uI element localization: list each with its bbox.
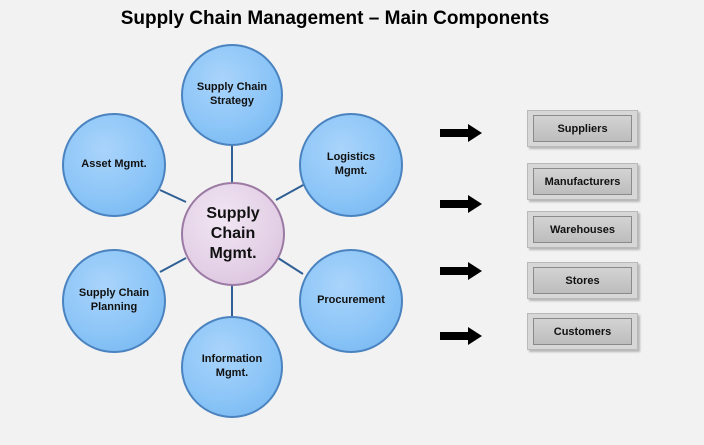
entity-box-stores: Stores xyxy=(527,262,638,299)
node-supply-chain-planning: Supply Chain Planning xyxy=(62,249,166,353)
entity-label: Manufacturers xyxy=(544,175,621,188)
node-label: Supply Chain Planning xyxy=(78,287,150,313)
entity-label: Warehouses xyxy=(549,223,615,236)
entity-box-suppliers: Suppliers xyxy=(527,110,638,147)
node-logistics-mgmt: Logistics Mgmt. xyxy=(299,113,403,217)
node-label: Asset Mgmt. xyxy=(81,158,147,171)
arrow-right-icon xyxy=(440,124,482,142)
connector-asset xyxy=(159,189,187,203)
node-label: Supply Chain Strategy xyxy=(196,81,268,107)
arrow-right-icon xyxy=(440,262,482,280)
entity-label: Stores xyxy=(565,274,600,287)
connector-logistics xyxy=(275,183,306,201)
node-information-mgmt: Information Mgmt. xyxy=(181,316,283,418)
page-title: Supply Chain Management – Main Component… xyxy=(120,8,550,29)
node-label: Logistics Mgmt. xyxy=(326,151,376,177)
arrow-right-icon xyxy=(440,327,482,345)
entity-label: Suppliers xyxy=(557,122,608,135)
connector-procurement xyxy=(277,257,304,275)
entity-box-warehouses: Warehouses xyxy=(527,211,638,248)
connector-planning xyxy=(159,257,187,273)
center-node: Supply Chain Mgmt. xyxy=(181,182,285,286)
entity-box-customers: Customers xyxy=(527,313,638,350)
center-label: Supply Chain Mgmt. xyxy=(206,205,260,262)
node-supply-chain-strategy: Supply Chain Strategy xyxy=(181,44,283,146)
node-procurement: Procurement xyxy=(299,249,403,353)
entity-box-manufacturers: Manufacturers xyxy=(527,163,638,200)
arrow-right-icon xyxy=(440,195,482,213)
entity-label: Customers xyxy=(553,325,612,338)
node-label: Procurement xyxy=(317,294,385,307)
node-label: Information Mgmt. xyxy=(201,353,263,379)
node-asset-mgmt: Asset Mgmt. xyxy=(62,113,166,217)
